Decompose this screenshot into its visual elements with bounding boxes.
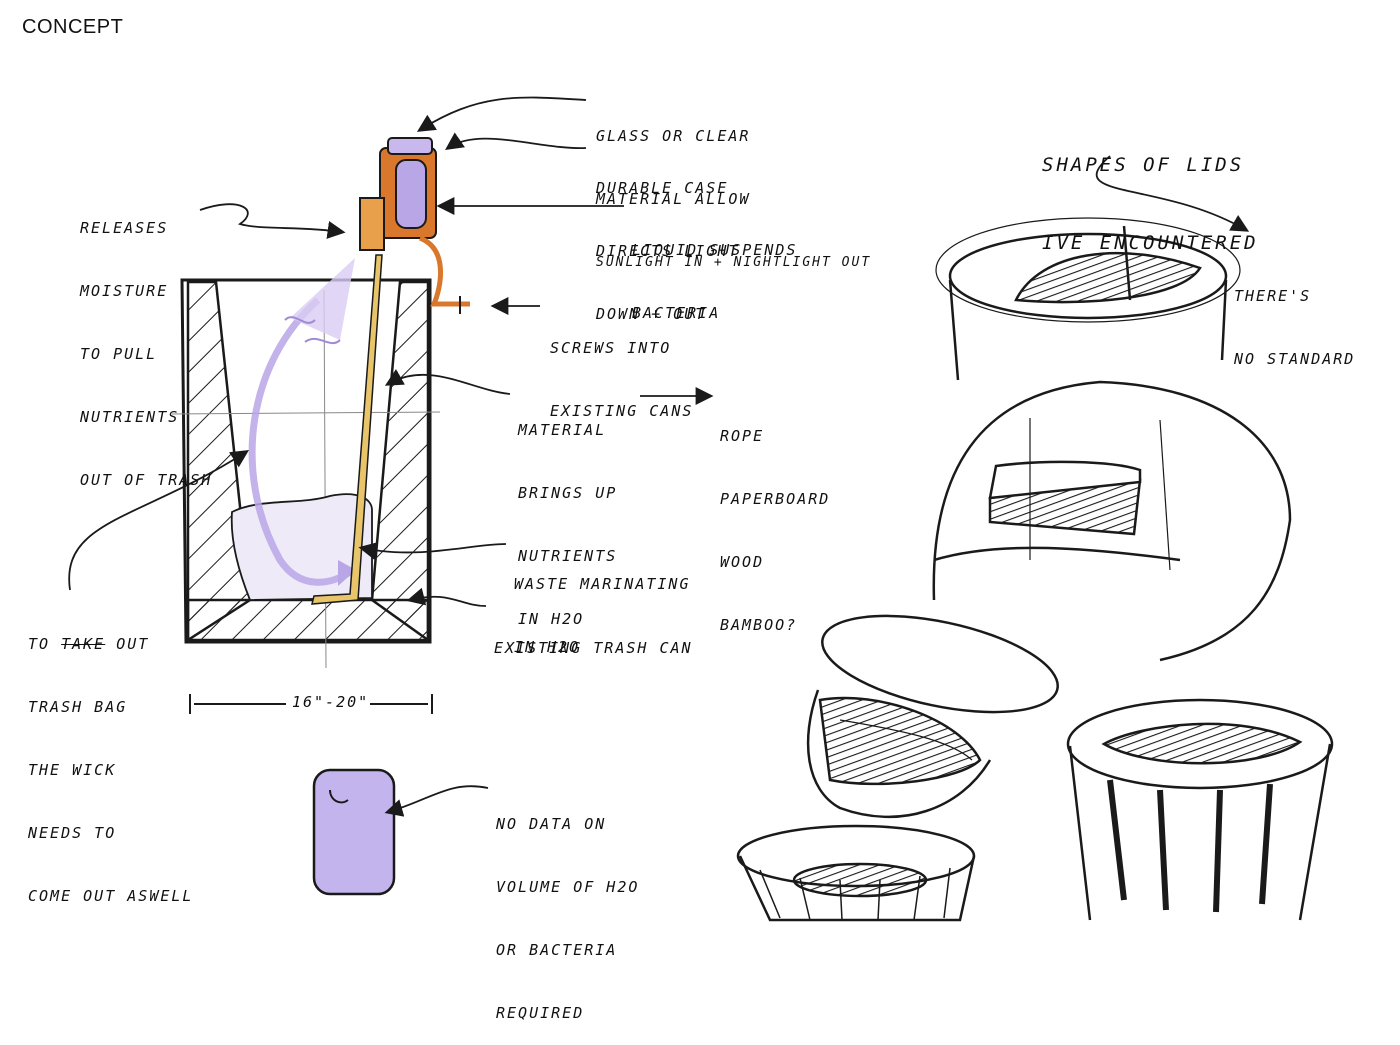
page-title: CONCEPT — [22, 16, 124, 38]
can-bottom — [186, 598, 430, 642]
note-no-data: NO DATA ON VOLUME OF H2O OR BACTERIA REQ… — [496, 772, 639, 1045]
moisture-flow-arrow — [248, 297, 352, 586]
note-line: MATERIAL — [518, 421, 607, 439]
note-line: OUT OF TRASH — [80, 471, 213, 489]
trash-can-section — [171, 278, 441, 669]
note-line: ROPE — [720, 427, 765, 445]
device-head — [359, 137, 470, 314]
note-screws: SCREWS INTO EXISTING CANS — [550, 296, 693, 443]
note-line: IN H2O — [518, 610, 585, 628]
note-existing-can: EXISTING TRASH CAN — [494, 596, 693, 680]
lid-sketch-2 — [932, 380, 1292, 662]
liquid-chamber — [395, 159, 427, 229]
can-right-wall — [370, 280, 430, 643]
note-line: EXISTING CANS — [550, 402, 694, 420]
note-line: IN H2O — [514, 638, 581, 656]
dimension-line — [189, 694, 433, 714]
note-line: TRASH BAG — [28, 698, 128, 716]
note-line: SCREWS INTO — [550, 339, 672, 357]
liquid-vial — [312, 768, 396, 896]
screw-arm — [418, 235, 470, 307]
note-line: THE WICK — [28, 761, 117, 779]
note-line: NEEDS TO — [28, 824, 117, 842]
note-take-out: TO TAKE OUT TRASH BAG THE WICK NEEDS TO … — [28, 592, 193, 928]
mount-bracket — [359, 197, 385, 251]
note-line: COME OUT ASWELL — [28, 887, 194, 905]
leader-lines — [68, 96, 1250, 817]
note-material: MATERIAL BRINGS UP NUTRIENTS IN H2O — [518, 378, 617, 651]
note-line: TO TAKE OUT — [28, 634, 193, 655]
note-line: SHAPES OF LIDS — [1042, 154, 1245, 176]
note-line: REQUIRED — [496, 1004, 585, 1022]
note-line: TO PULL — [80, 345, 158, 363]
note-line: SUNLIGHT IN + NIGHTLIGHT OUT — [596, 255, 872, 270]
concept-sketch — [68, 96, 1334, 922]
note-lids-heading: SHAPES OF LIDS IVE ENCOUNTERED — [1042, 100, 1259, 282]
lid-sketch-5 — [736, 824, 976, 922]
note-line: NO STANDARD — [1234, 350, 1356, 368]
note-line: WASTE MARINATING — [514, 575, 691, 593]
note-wick-options: ROPE PAPERBOARD WOOD BAMBOO? — [720, 384, 830, 657]
note-fragment: TO — [28, 635, 62, 653]
note-line: NUTRIENTS — [518, 547, 618, 565]
note-line: WOOD — [720, 553, 765, 571]
note-line: BAMBOO? — [720, 616, 798, 634]
note-line: THERE'S — [1234, 287, 1312, 305]
note-line: PAPERBOARD — [720, 490, 831, 508]
note-line: NUTRIENTS — [80, 408, 180, 426]
note-line: IVE ENCOUNTERED — [1042, 232, 1259, 254]
lid-sketch-1 — [935, 217, 1241, 381]
note-glass: GLASS OR CLEAR MATERIAL ALLOW SUNLIGHT I… — [596, 84, 871, 294]
note-case: DURABLE CASE DIRECTS LIGHT DOWN + OUT — [596, 136, 739, 346]
lid-sketch-3 — [806, 614, 1059, 819]
note-line: DOWN + OUT — [596, 305, 707, 323]
note-moisture: RELEASES MOISTURE TO PULL NUTRIENTS OUT … — [80, 176, 212, 512]
note-line: DURABLE CASE — [596, 179, 729, 197]
note-no-standard: THERE'S NO STANDARD — [1234, 244, 1355, 391]
note-fragment: OUT — [105, 635, 150, 653]
glass-cap — [387, 137, 433, 155]
note-line: BRINGS UP — [518, 484, 618, 502]
note-line: GLASS OR CLEAR — [596, 127, 751, 145]
note-line: MATERIAL ALLOW — [596, 190, 751, 208]
note-liquid: LIQUID SUSPENDS BACTERIA — [632, 198, 797, 345]
note-line: BACTERIA — [632, 304, 721, 322]
note-line: DIRECTS LIGHT — [596, 242, 740, 260]
note-waste: WASTE MARINATING IN H2O — [514, 532, 691, 679]
note-line: RELEASES — [80, 219, 169, 237]
dimension-label: 16"-20" — [292, 693, 370, 711]
note-fragment-struck: TAKE — [61, 635, 106, 653]
note-line: NO DATA ON — [496, 815, 607, 833]
note-line: EXISTING TRASH CAN — [494, 639, 693, 657]
mist-spray — [290, 258, 355, 340]
note-line: OR BACTERIA — [496, 941, 618, 959]
note-line: LIQUID SUSPENDS — [632, 241, 798, 259]
wick — [311, 254, 383, 605]
note-line: MOISTURE — [80, 282, 169, 300]
lid-sketch-4 — [1066, 698, 1334, 921]
note-line: VOLUME OF H2O — [496, 878, 640, 896]
